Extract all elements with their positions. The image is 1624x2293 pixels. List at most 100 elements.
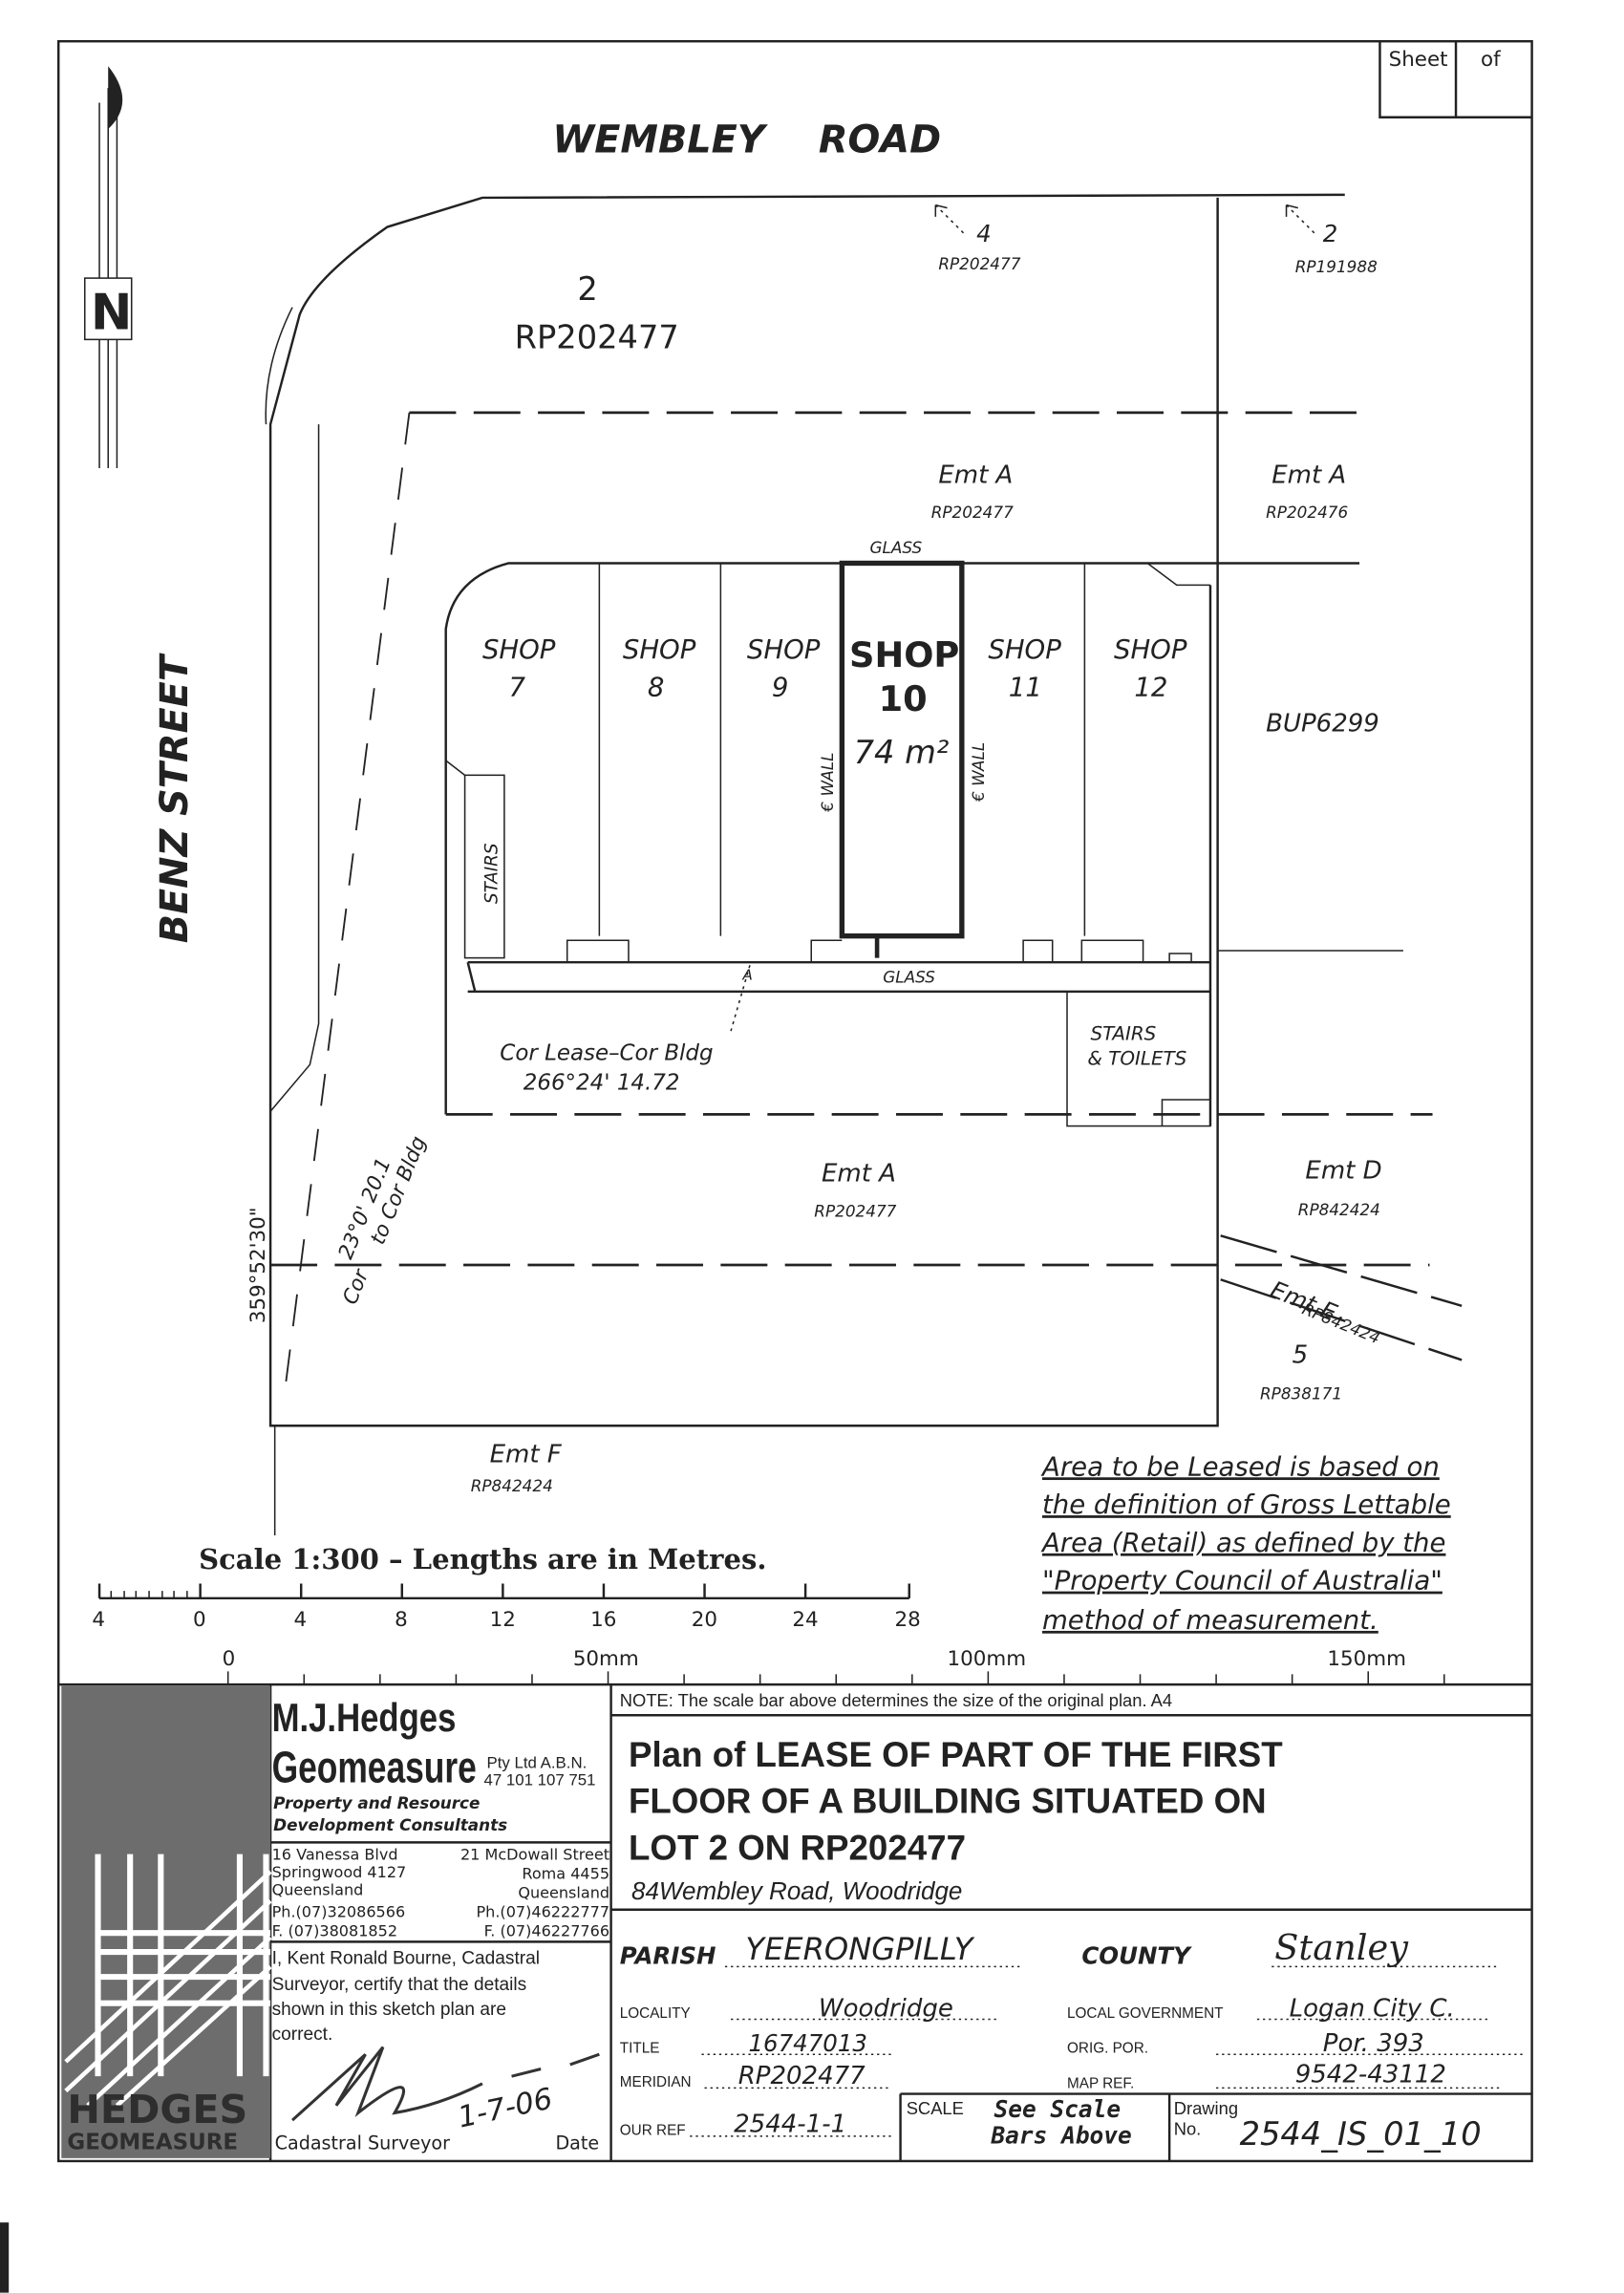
company-abn-2: 47 101 107 751 — [483, 1771, 595, 1789]
shop-8: SHOP 8 — [623, 634, 696, 703]
neighbour-lot-5: 5 — [1293, 1340, 1309, 1369]
locality-value: Woodridge — [819, 1994, 953, 2023]
company-name-1: M.J.Hedges — [272, 1696, 457, 1740]
plan-title-line-3: LOT 2 ON RP202477 — [629, 1829, 966, 1868]
title-label: TITLE — [620, 2041, 660, 2057]
shop-number: 8 — [648, 673, 665, 703]
map-ref-label: MAP REF. — [1067, 2075, 1134, 2091]
address-line: F. (07)46227766 — [484, 1921, 609, 1939]
mm-tick: 150mm — [1327, 1647, 1406, 1671]
shop-10: SHOP 10 74 m² — [849, 634, 959, 771]
neighbour-bup: BUP6299 — [1266, 709, 1379, 738]
address-line: Ph.(07)32086566 — [272, 1902, 406, 1920]
shop-number: 10 — [879, 678, 928, 719]
page-border — [56, 39, 1533, 2163]
certify-line: correct. — [272, 2025, 333, 2045]
title-value: 16747013 — [748, 2029, 867, 2057]
map-ref-value: 9542-43112 — [1295, 2060, 1446, 2089]
parish-label: PARISH — [620, 1941, 716, 1969]
lot-plan: RP202477 — [515, 319, 679, 356]
emt-a3-label: Emt A — [822, 1160, 896, 1189]
scale-value-2: Bars Above — [990, 2122, 1131, 2150]
neighbour-lot-4-plan: RP202477 — [938, 254, 1020, 273]
scale-bar: Scale 1:300 – Lengths are in Metres. 4 0… — [92, 1543, 920, 1632]
logo-text-2: GEOMEASURE — [67, 2131, 238, 2155]
emt-a-plan: RP202477 — [931, 503, 1014, 522]
north-label: N — [91, 285, 133, 342]
company-abn-1: Pty Ltd A.B.N. — [487, 1753, 588, 1771]
arrow-label: A — [741, 967, 752, 984]
stairs-label: STAIRS — [481, 843, 502, 904]
shop-label: SHOP — [747, 634, 821, 665]
easement-e-lines — [1220, 1234, 1463, 1361]
emt-a2-label: Emt A — [1271, 461, 1346, 489]
shop-number: 7 — [508, 673, 525, 703]
street-name: BENZ STREET — [153, 653, 197, 943]
mm-ruler: 0 50mm 100mm 150mm — [223, 1647, 1445, 1685]
address-line: Queensland — [518, 1883, 609, 1901]
county-value: Stanley — [1274, 1927, 1409, 1968]
office-springwood: 16 Vanessa Blvd Springwood 4127 Queensla… — [272, 1846, 407, 1940]
scale-tick: 12 — [490, 1608, 516, 1632]
shop-10-lease-area — [839, 560, 965, 939]
orig-por-label: ORIG. POR. — [1067, 2041, 1148, 2057]
plan-title-line-1: Plan of LEASE OF PART OF THE FIRST — [629, 1735, 1283, 1774]
emt-a-label: Emt A — [938, 461, 1013, 489]
wall-right-label: € WALL — [969, 742, 988, 803]
county-label: COUNTY — [1081, 1941, 1192, 1969]
lot-boundary — [268, 193, 1345, 1427]
local-government-label: LOCAL GOVERNMENT — [1067, 2005, 1223, 2022]
address-line: Roma 4455 — [522, 1865, 609, 1883]
scale-tick: 24 — [792, 1608, 818, 1632]
company-name-2: Geomeasure — [272, 1743, 477, 1792]
address-line: 21 McDowall Street — [460, 1846, 609, 1864]
certification: I, Kent Ronald Bourne, Cadastral Surveyo… — [272, 1948, 540, 2045]
shop-number: 11 — [1009, 673, 1042, 703]
emt-f-label: Emt F — [490, 1441, 563, 1469]
stairs-toilets-label-1: STAIRS — [1090, 1022, 1156, 1044]
of-label: of — [1481, 48, 1501, 72]
cor-bearing: 266°24' 14.72 — [524, 1070, 680, 1095]
mm-tick: 50mm — [573, 1647, 639, 1671]
emt-d-label: Emt D — [1305, 1157, 1381, 1186]
plan-title-line-2: FLOOR OF A BUILDING SITUATED ON — [629, 1782, 1267, 1821]
scale-tick: 16 — [590, 1608, 616, 1632]
cor-label: Cor — [338, 1265, 374, 1308]
orig-por-value: Por. 393 — [1323, 2029, 1424, 2058]
drawing-label-1: Drawing — [1174, 2098, 1238, 2118]
shop-label: SHOP — [849, 634, 959, 675]
address-line: Springwood 4127 — [272, 1863, 407, 1881]
stairs-toilets-label-2: & TOILETS — [1087, 1047, 1186, 1069]
address-line: Ph.(07)46222777 — [476, 1902, 609, 1920]
wall-left-label: € WALL — [818, 752, 837, 812]
meridian-value: RP202477 — [738, 2062, 865, 2090]
lease-note-line: Area to be Leased is based on — [1040, 1451, 1440, 1482]
neighbour-lot-2-plan: RP191988 — [1295, 257, 1378, 276]
lease-note: Area to be Leased is based on the defini… — [1040, 1451, 1451, 1636]
signature — [291, 2046, 600, 2122]
shop-label: SHOP — [482, 634, 556, 665]
address-line: Queensland — [272, 1880, 364, 1898]
building-outline — [444, 562, 1360, 1127]
emt-e-plan: RP842424 — [1299, 1299, 1382, 1348]
scale-tick: 4 — [92, 1608, 105, 1632]
lease-note-line: method of measurement. — [1042, 1605, 1378, 1636]
shop-12: SHOP 12 — [1114, 634, 1187, 703]
locality-label: LOCALITY — [620, 2005, 691, 2022]
certify-line: I, Kent Ronald Bourne, Cadastral — [272, 1948, 540, 1968]
plan-address: 84Wembley Road, Woodridge — [631, 1876, 962, 1905]
neighbour-lot-2: 2 — [1323, 220, 1338, 247]
mm-tick: 100mm — [948, 1647, 1027, 1671]
cor-lease-label: Cor Lease–Cor Bldg — [500, 1041, 713, 1066]
date-label: Date — [555, 2132, 599, 2154]
road-name-2: ROAD — [819, 118, 941, 161]
shop-area: 74 m² — [854, 734, 950, 771]
emt-a3-plan: RP202477 — [814, 1201, 896, 1220]
certify-line: shown in this sketch plan are — [272, 2000, 506, 2020]
scale-tick: 4 — [294, 1608, 308, 1632]
local-government-value: Logan City C. — [1290, 1994, 1455, 2023]
lease-note-line: Area (Retail) as defined by the — [1040, 1528, 1445, 1558]
meridian-label: MERIDIAN — [620, 2074, 692, 2090]
scale-tick: 20 — [692, 1608, 717, 1632]
